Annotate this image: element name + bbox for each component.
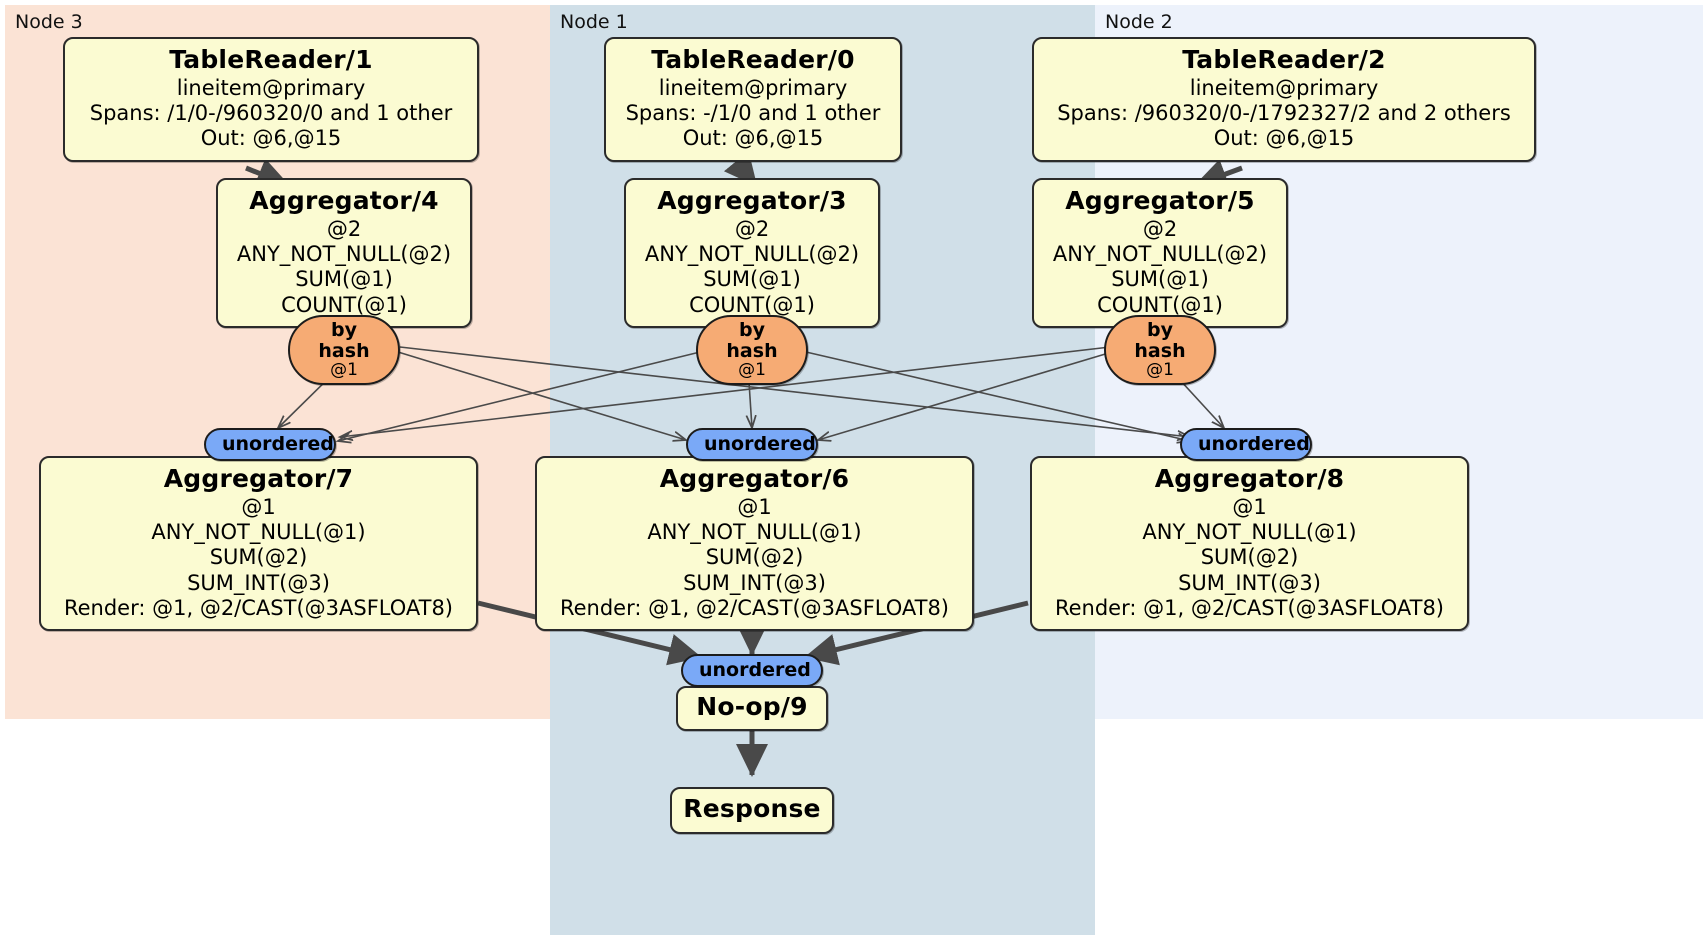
processor-line: lineitem@primary (658, 76, 848, 100)
router-key-label: @1 (330, 360, 358, 381)
processor-line: SUM_INT(@3) (683, 570, 826, 595)
processor-line: lineitem@primary (176, 76, 366, 100)
processor-title: Aggregator/5 (1065, 186, 1255, 215)
processor-line: COUNT(@1) (281, 292, 407, 317)
processor-title: No-op/9 (696, 692, 808, 721)
processor-line: @2 (326, 217, 362, 241)
processor-title: TableReader/0 (651, 45, 855, 74)
processor-line: @1 (1232, 495, 1267, 519)
processor-line: ANY_NOT_NULL(@1) (647, 520, 862, 545)
processor-title: Aggregator/4 (249, 186, 439, 215)
processor-title: Aggregator/3 (657, 186, 847, 215)
router-by-hash-left[interactable]: by hash @1 (288, 315, 400, 386)
router-by-hash-center[interactable]: by hash @1 (696, 315, 808, 386)
processor-title: Aggregator/6 (659, 464, 850, 493)
processor-line: SUM(@2) (1200, 545, 1299, 570)
processor-title: TableReader/2 (1182, 45, 1386, 74)
processor-line: ANY_NOT_NULL(@2) (644, 242, 860, 267)
processor-aggregator-6[interactable]: Aggregator/6 @1 ANY_NOT_NULL(@1) SUM(@2)… (535, 456, 974, 631)
processor-title: Response (683, 794, 821, 823)
router-type-label: by hash (1134, 319, 1186, 362)
processor-aggregator-3[interactable]: Aggregator/3 @2 ANY_NOT_NULL(@2) SUM(@1)… (624, 178, 880, 328)
processor-table-reader-1[interactable]: TableReader/1 lineitem@primary Spans: /1… (63, 37, 479, 162)
processor-line: ANY_NOT_NULL(@2) (236, 242, 452, 267)
processor-aggregator-5[interactable]: Aggregator/5 @2 ANY_NOT_NULL(@2) SUM(@1)… (1032, 178, 1288, 328)
processor-line: SUM(@1) (1111, 267, 1209, 292)
router-key-label: @1 (1146, 360, 1174, 381)
router-unordered-final[interactable]: unordered (681, 654, 823, 687)
router-by-hash-right[interactable]: by hash @1 (1104, 315, 1216, 386)
processor-line: COUNT(@1) (1097, 292, 1223, 317)
processor-response[interactable]: Response (670, 787, 834, 834)
processor-line: lineitem@primary (1189, 76, 1379, 100)
processor-line: Spans: /960320/0-/1792327/2 and 2 others (1057, 101, 1511, 126)
processor-line: Out: @6,@15 (200, 126, 342, 151)
processor-line: ANY_NOT_NULL(@1) (1142, 520, 1357, 545)
processor-title: Aggregator/8 (1154, 464, 1345, 493)
processor-no-op-9[interactable]: No-op/9 (676, 686, 828, 731)
processor-line: Out: @6,@15 (682, 126, 824, 151)
processor-line: @2 (1142, 217, 1178, 241)
router-unordered-center[interactable]: unordered (686, 428, 818, 461)
node-panel-label-node2: Node 2 (1105, 11, 1173, 33)
processor-line: SUM(@2) (705, 545, 804, 570)
router-key-label: @1 (738, 360, 766, 381)
node-panel-label-node3: Node 3 (15, 11, 83, 33)
processor-line: Render: @1, @2/CAST(@3ASFLOAT8) (559, 595, 950, 620)
processor-title: TableReader/1 (169, 45, 373, 74)
processor-line: COUNT(@1) (689, 292, 815, 317)
processor-line: Render: @1, @2/CAST(@3ASFLOAT8) (1054, 595, 1445, 620)
processor-aggregator-7[interactable]: Aggregator/7 @1 ANY_NOT_NULL(@1) SUM(@2)… (39, 456, 478, 631)
processor-line: ANY_NOT_NULL(@2) (1052, 242, 1268, 267)
processor-line: SUM(@1) (703, 267, 801, 292)
processor-aggregator-4[interactable]: Aggregator/4 @2 ANY_NOT_NULL(@2) SUM(@1)… (216, 178, 472, 328)
processor-line: @1 (737, 495, 772, 519)
processor-line: SUM(@1) (295, 267, 393, 292)
processor-line: ANY_NOT_NULL(@1) (151, 520, 366, 545)
router-unordered-left[interactable]: unordered (204, 428, 336, 461)
router-type-label: by hash (318, 319, 370, 362)
processor-line: Spans: -/1/0 and 1 other (625, 101, 881, 126)
processor-line: SUM_INT(@3) (187, 570, 330, 595)
processor-line: @2 (734, 217, 770, 241)
processor-aggregator-8[interactable]: Aggregator/8 @1 ANY_NOT_NULL(@1) SUM(@2)… (1030, 456, 1469, 631)
processor-line: SUM_INT(@3) (1178, 570, 1321, 595)
processor-line: @1 (241, 495, 276, 519)
processor-line: SUM(@2) (209, 545, 308, 570)
processor-line: Spans: /1/0-/960320/0 and 1 other (89, 101, 453, 126)
router-unordered-right[interactable]: unordered (1180, 428, 1312, 461)
node-panel-label-node1: Node 1 (560, 11, 628, 33)
processor-line: Render: @1, @2/CAST(@3ASFLOAT8) (63, 595, 454, 620)
processor-table-reader-0[interactable]: TableReader/0 lineitem@primary Spans: -/… (604, 37, 902, 162)
processor-table-reader-2[interactable]: TableReader/2 lineitem@primary Spans: /9… (1032, 37, 1536, 162)
router-type-label: by hash (726, 319, 778, 362)
processor-line: Out: @6,@15 (1213, 126, 1355, 151)
processor-title: Aggregator/7 (163, 464, 354, 493)
